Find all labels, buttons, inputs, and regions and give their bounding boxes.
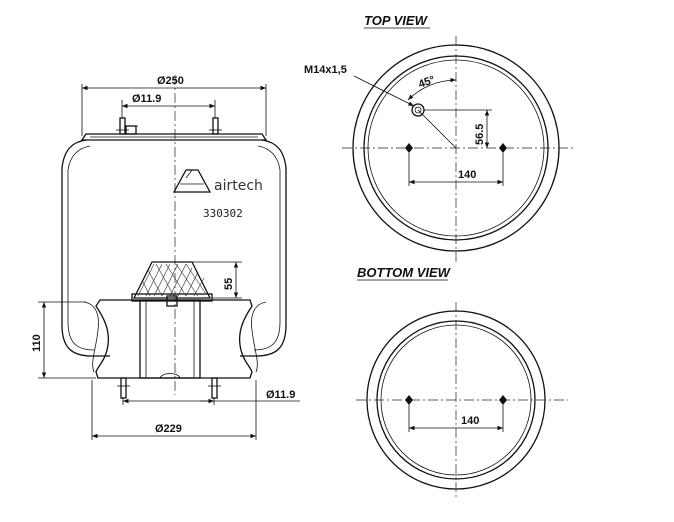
top-stud-hole-right (499, 143, 507, 153)
bottom-view-title: BOTTOM VIEW (357, 265, 452, 280)
dim-top-stud: Ø11.9 (121, 93, 216, 118)
svg-text:140: 140 (461, 415, 479, 427)
svg-text:Ø229: Ø229 (155, 423, 182, 435)
piston-inner-column (139, 299, 201, 379)
bottom-stud-hole-right (499, 395, 507, 405)
top-view-title: TOP VIEW (364, 13, 429, 28)
svg-text:45°: 45° (417, 74, 437, 91)
svg-text:Ø250: Ø250 (157, 75, 184, 87)
dim-stop-height: 55 (192, 261, 242, 299)
bottom-view: BOTTOM VIEW 140 (356, 265, 568, 500)
dim-bottom-stud: Ø11.9 (122, 389, 300, 405)
top-stud-hole-left (405, 143, 413, 153)
top-stud-air-fitting (124, 125, 138, 135)
top-spacing-dim: 140 (408, 153, 504, 186)
bottom-stud-hole-left (405, 395, 413, 405)
svg-text:Ø11.9: Ø11.9 (266, 389, 295, 401)
dim-top-diameter: Ø250 (81, 75, 267, 136)
airtech-logo (172, 169, 212, 193)
dim-bottom-diameter: Ø229 (91, 380, 257, 440)
piston-outline (95, 299, 253, 379)
bumper-stop (131, 261, 213, 307)
svg-text:56.5: 56.5 (474, 124, 486, 145)
svg-text:Ø11.9: Ø11.9 (132, 93, 161, 105)
dim-piston-height: 110 (31, 301, 96, 379)
top-view: TOP VIEW M14x1,5 45° 56.5 (304, 13, 576, 262)
thread-leader: M14x1,5 (304, 64, 415, 107)
svg-text:M14x1,5: M14x1,5 (304, 64, 347, 76)
angle-dim: 45° (407, 74, 457, 101)
svg-text:140: 140 (458, 169, 476, 181)
bottom-spacing-dim: 140 (408, 405, 504, 432)
part-number: 330302 (203, 207, 243, 220)
svg-text:110: 110 (31, 334, 43, 352)
svg-text:55: 55 (223, 278, 235, 290)
side-view: airtech 330302 Ø250 Ø11.9 55 (31, 75, 300, 440)
top-stud-right (209, 117, 222, 135)
air-fitting-port (411, 103, 457, 149)
bellow-outline (61, 139, 287, 357)
bottom-stud-right (208, 377, 221, 399)
bottom-stud-left (117, 377, 130, 399)
top-plate (80, 133, 268, 141)
offset-dim: 56.5 (424, 109, 492, 148)
brand-text: airtech (214, 178, 263, 194)
